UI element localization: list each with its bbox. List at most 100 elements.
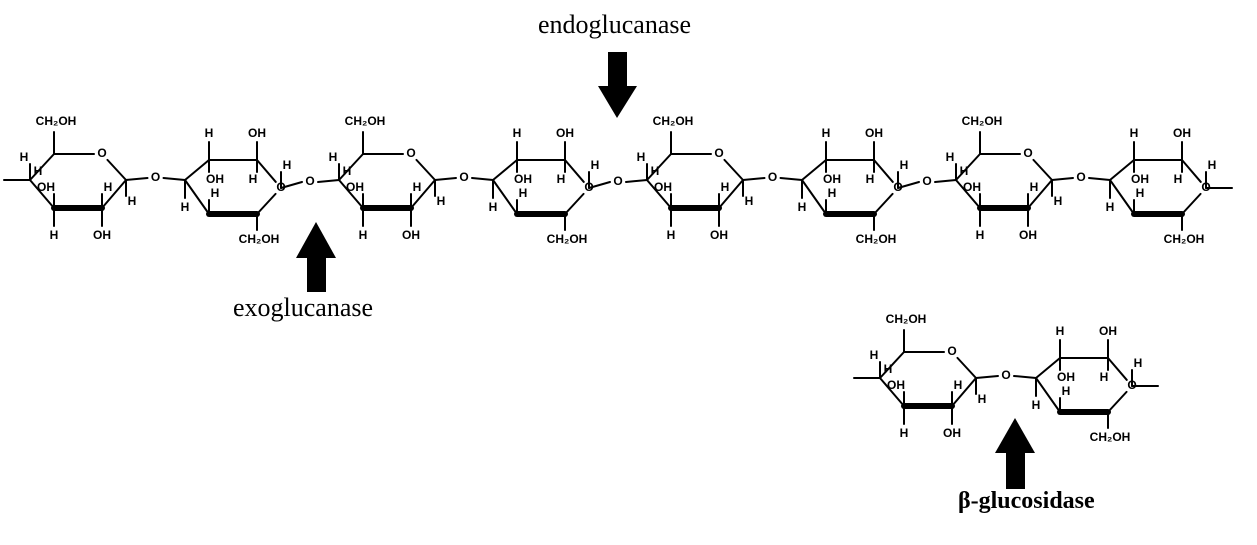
ring-bond — [1035, 357, 1061, 379]
hydroxyl-group: OH — [963, 180, 981, 194]
glycosidic-bond — [742, 177, 766, 181]
glycosidic-oxygen-atom: O — [1001, 368, 1010, 382]
hydrogen-atom: H — [283, 158, 292, 172]
ring-bond — [256, 159, 277, 183]
hydroxymethyl-group: CH₂OH — [1090, 430, 1131, 444]
hydrogen-atom: H — [437, 194, 446, 208]
hydrogen-atom: H — [1056, 324, 1065, 338]
hydroxyl-group: OH — [1057, 370, 1075, 384]
hydroxyl-group: OH — [1131, 172, 1149, 186]
glycosidic-bond — [125, 177, 149, 181]
hydrogen-atom: H — [205, 126, 214, 140]
ring-bond — [564, 159, 585, 183]
hydrogen-atom: H — [1134, 356, 1143, 370]
glycosidic-oxygen-atom: O — [1076, 170, 1085, 184]
ring-bond — [1181, 192, 1202, 215]
hydroxyl-group: OH — [556, 126, 574, 140]
hydrogen-atom: H — [884, 362, 893, 376]
ring-bond — [873, 159, 894, 183]
hydrogen-atom: H — [413, 180, 422, 194]
hydroxymethyl-group: CH₂OH — [345, 114, 386, 128]
glucose-unit: OHOHOHHHHCH₂OHH — [798, 126, 909, 246]
ring-oxygen-atom: O — [714, 146, 723, 160]
exoglucanase-arrow — [296, 222, 336, 292]
hydrogen-atom: H — [249, 172, 258, 186]
glucose-unit: OHOHOHHHHCH₂OHH — [489, 126, 600, 246]
hydrogen-atom: H — [1208, 158, 1217, 172]
ring-bond — [955, 153, 981, 181]
exoglucanase-label: exoglucanase — [233, 293, 374, 322]
ring-bond — [1032, 158, 1053, 181]
ring-bond — [951, 377, 977, 407]
hydrogen-atom: H — [900, 426, 909, 440]
hydroxyl-group: OH — [248, 126, 266, 140]
hydroxymethyl-group: CH₂OH — [1164, 232, 1205, 246]
hydrogen-atom: H — [798, 200, 807, 214]
glycosidic-linkage: O — [1051, 170, 1111, 184]
hydrogen-atom: H — [978, 392, 987, 406]
hydroxyl-group: OH — [206, 172, 224, 186]
hydroxyl-group: OH — [710, 228, 728, 242]
hydrogen-atom: H — [828, 186, 837, 200]
ring-bond — [801, 179, 827, 215]
glycosidic-bond — [779, 177, 803, 181]
ring-bond — [492, 179, 518, 215]
glycosidic-oxygen-atom: O — [305, 174, 314, 188]
hydrogen-atom: H — [557, 172, 566, 186]
ring-bond — [1107, 390, 1128, 413]
glycosidic-linkage: O — [280, 174, 340, 189]
ring-bond — [184, 159, 210, 181]
hydrogen-atom: H — [651, 164, 660, 178]
hydrogen-atom: H — [637, 150, 646, 164]
hydrogen-atom: H — [1032, 398, 1041, 412]
hydrogen-atom: H — [1130, 126, 1139, 140]
glycosidic-bond — [897, 181, 920, 189]
hydroxyl-group: OH — [93, 228, 111, 242]
glycosidic-bond — [588, 181, 611, 189]
hydroxyl-group: OH — [823, 172, 841, 186]
hydrogen-atom: H — [866, 172, 875, 186]
hydroxyl-group: OH — [654, 180, 672, 194]
hydroxymethyl-group: CH₂OH — [653, 114, 694, 128]
glycosidic-bond — [471, 177, 494, 181]
glycosidic-bond — [975, 375, 999, 379]
hydrogen-atom: H — [1136, 186, 1145, 200]
ring-bond — [1107, 357, 1128, 381]
hydroxyl-group: OH — [1099, 324, 1117, 338]
beta-glucosidase-arrow — [995, 418, 1035, 489]
glucose-unit: OHOHOHHHHCH₂OHH — [181, 126, 292, 246]
ring-bond — [879, 377, 905, 407]
glycosidic-bond — [280, 181, 303, 189]
hydroxymethyl-group: CH₂OH — [36, 114, 77, 128]
hydrogen-atom: H — [721, 180, 730, 194]
hydrogen-atom: H — [1100, 370, 1109, 384]
glycosidic-bond — [934, 179, 957, 183]
glycosidic-oxygen-atom: O — [613, 174, 622, 188]
hydrogen-atom: H — [329, 150, 338, 164]
ring-bond — [1109, 159, 1135, 181]
hydroxyl-group: OH — [1173, 126, 1191, 140]
glycosidic-linkage: O — [125, 170, 186, 184]
ring-oxygen-atom: O — [947, 344, 956, 358]
glycosidic-bond — [1088, 177, 1111, 181]
hydrogen-atom: H — [946, 150, 955, 164]
glycosidic-oxygen-atom: O — [768, 170, 777, 184]
hydroxyl-group: OH — [402, 228, 420, 242]
hydroxymethyl-group: CH₂OH — [962, 114, 1003, 128]
hydrogen-atom: H — [1062, 384, 1071, 398]
hydrogen-atom: H — [954, 378, 963, 392]
hydrogen-atom: H — [34, 164, 43, 178]
hydroxyl-group: OH — [514, 172, 532, 186]
cellobiose-unit: OHOHOHHHHCH₂OHH — [1032, 324, 1159, 444]
hydrogen-atom: H — [976, 228, 985, 242]
hydrogen-atom: H — [1030, 180, 1039, 194]
ring-oxygen-atom: O — [406, 146, 415, 160]
ring-bond — [106, 158, 127, 181]
hydrogen-atom: H — [343, 164, 352, 178]
hydrogen-atom: H — [591, 158, 600, 172]
